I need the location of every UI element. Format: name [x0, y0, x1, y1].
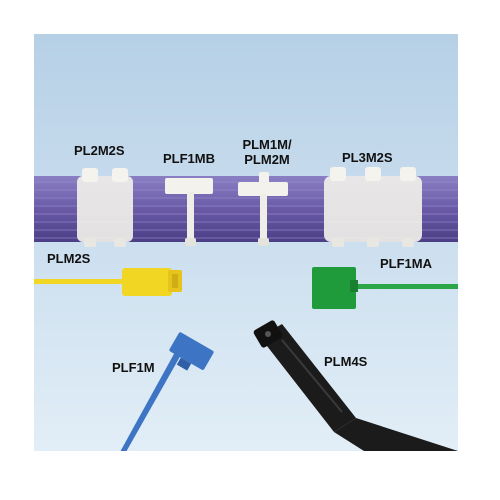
product-photo — [34, 34, 458, 451]
label-plf1mb: PLF1MB — [163, 151, 215, 166]
label-pl3m2s: PL3M2S — [342, 150, 393, 165]
plf1m-blue-tie — [120, 332, 214, 451]
plm2s-yellow-tie — [34, 268, 182, 296]
label-plm4s: PLM4S — [324, 354, 368, 369]
plf1ma-green-tie — [312, 267, 458, 309]
plf1mb-marker — [165, 178, 213, 246]
plm4s-black-tie — [253, 320, 458, 451]
label-plf1ma: PLF1MA — [380, 256, 432, 271]
label-plm1m: PLM1M/ — [242, 137, 292, 152]
pl2m2s-clamp — [77, 168, 133, 247]
label-plm2s: PLM2S — [47, 251, 91, 266]
label-plf1m: PLF1M — [112, 360, 155, 375]
label-pl2m2s: PL2M2S — [74, 143, 125, 158]
pl3m2s-clamp — [324, 167, 422, 247]
plm1m-plm2m-marker — [238, 172, 288, 246]
background — [34, 34, 458, 451]
label-plm2m: PLM2M — [244, 152, 290, 167]
